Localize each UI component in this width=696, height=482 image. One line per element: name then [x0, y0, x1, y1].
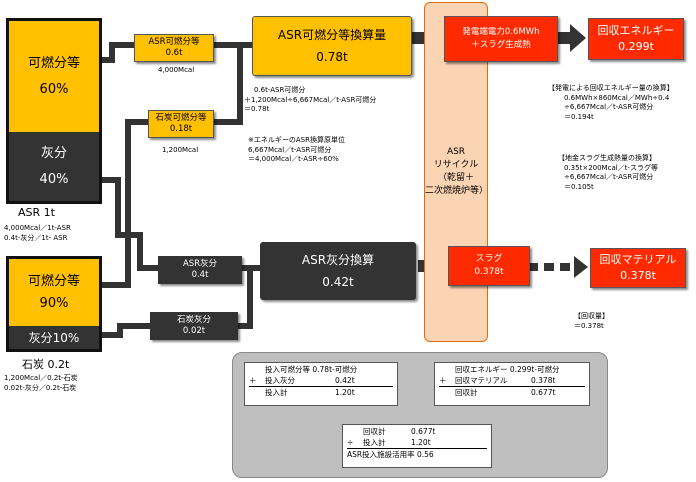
asr-combustible: 可燃分等 60% [9, 21, 99, 132]
coal-combustible-note: 1,200Mcal [162, 146, 199, 154]
coal-ash-flow: 石炭灰分 0.02t [150, 312, 238, 340]
coal-note-1: 1,200Mcal／0.2t-石炭 [4, 374, 78, 382]
conversion-unit-note: ※エネルギーのASR換算原単位 6,667Mcal／t-ASR可燃分 ＝4,00… [248, 136, 345, 163]
coal-combustible-flow: 石炭可燃分等 0.18t [148, 110, 214, 138]
asr-note-2: 0.4t-灰分／1t- ASR [4, 234, 68, 242]
slag-output: スラグ 0.378t [448, 246, 530, 286]
recovered-energy: 回収エネルギー 0.299t [588, 18, 684, 60]
recovery-amount-calc: 【回収量】 ＝0.378t [574, 312, 609, 330]
coal-ash: 灰分10% [9, 326, 99, 349]
recovered-material: 回収マテリアル 0.378t [590, 248, 686, 288]
asr-note-1: 4,000Mcal／1t-ASR [4, 224, 71, 232]
coal-block: 可燃分等 90% 灰分10% [6, 256, 102, 352]
combustible-calc: 0.6t-ASR可燃分 ＋1,200Mcal÷6,667Mcal／t-ASR可燃… [244, 86, 377, 113]
slag-heat-calc: 【地金スラグ生成熱量の換算】 0.35t×200Mcal／t-スラグ等 ÷6,6… [558, 154, 658, 191]
ash-total: ASR灰分換算 0.42t [260, 242, 416, 300]
asr-name: ASR 1t [18, 206, 55, 219]
coal-note-2: 0.02t-灰分／0.2t-石炭 [4, 384, 77, 392]
asr-combustible-note: 4,000Mcal [158, 66, 195, 74]
power-energy-calc: 【発電による回収エネルギー量の換算】 0.6MWh×860Mcal／MWh÷0.… [548, 84, 674, 121]
asr-ash: 灰分 40% [9, 132, 99, 201]
coal-name: 石炭 0.2t [22, 358, 70, 371]
power-output: 発電端電力0.6MWh ＋スラグ生成熱 [444, 16, 558, 62]
asr-block: 可燃分等 60% 灰分 40% [6, 18, 102, 204]
asr-combustible-flow: ASR可燃分等 0.6t [134, 34, 214, 62]
asr-ash-flow: ASR灰分 0.4t [158, 256, 242, 284]
coal-combustible: 可燃分等 90% [9, 259, 99, 326]
combustible-total: ASR可燃分等換算量 0.78t [252, 16, 412, 76]
